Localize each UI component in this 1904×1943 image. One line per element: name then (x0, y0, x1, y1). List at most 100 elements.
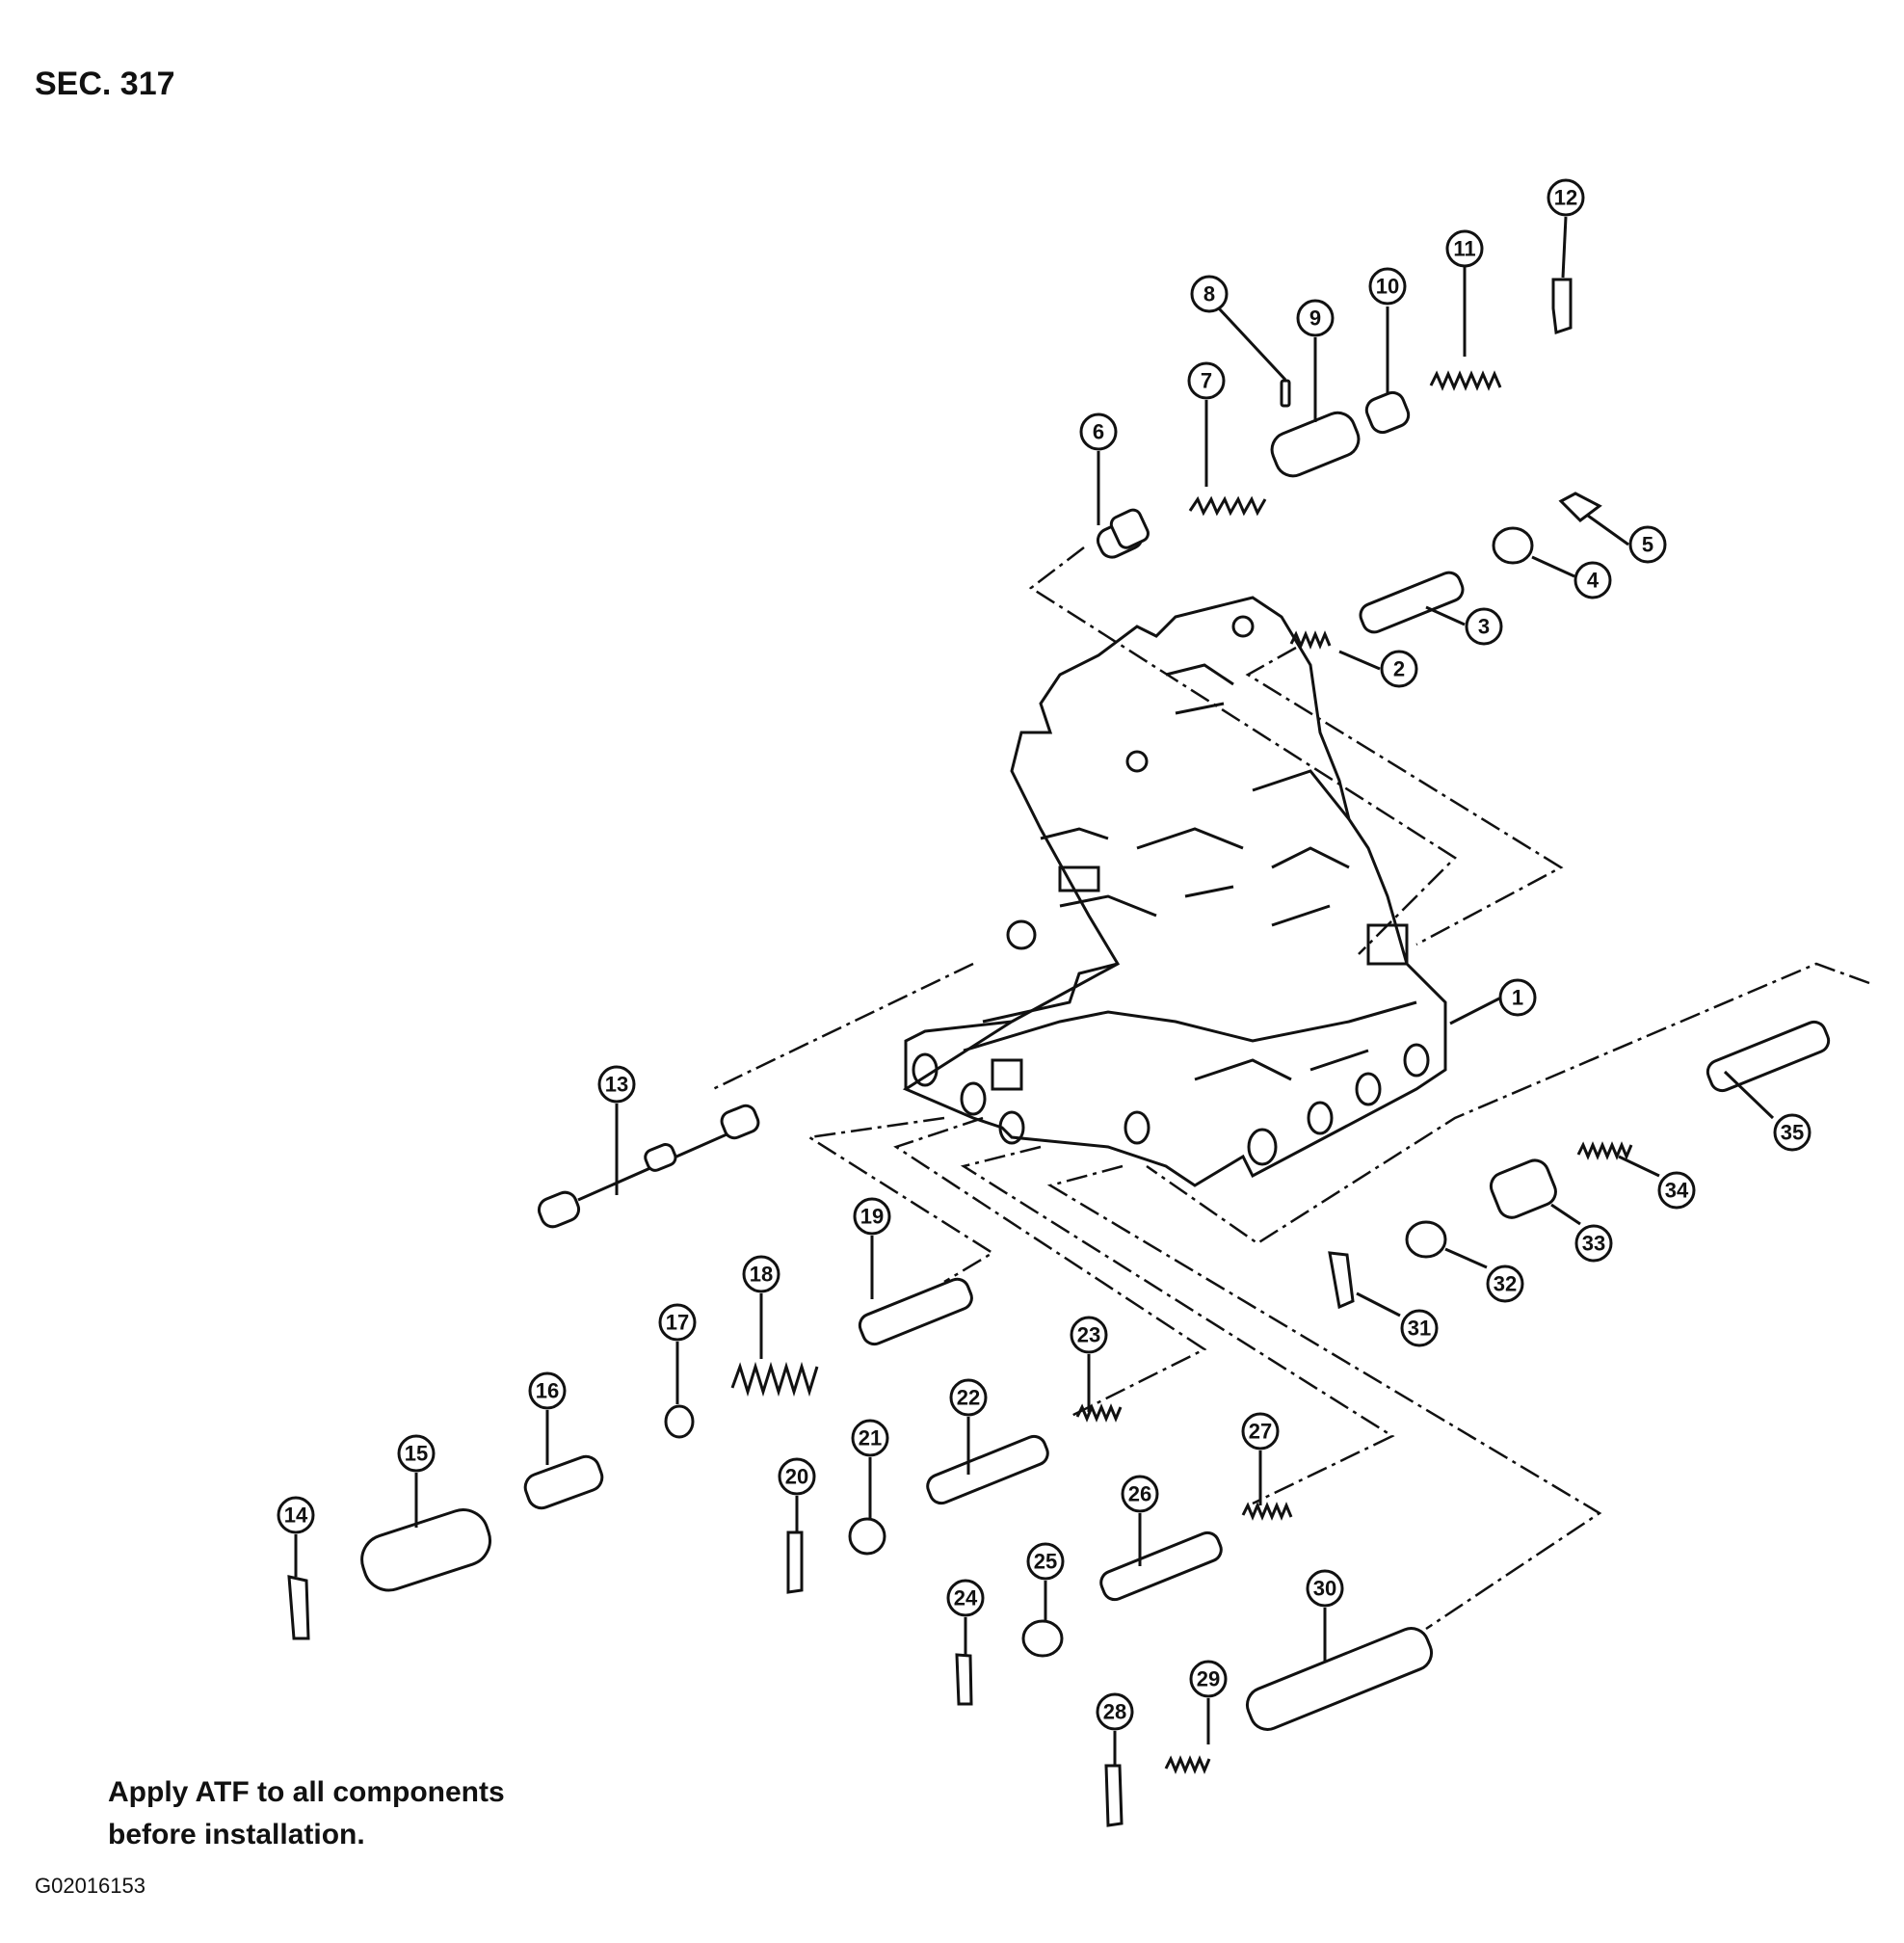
callout-23: 23 (1070, 1316, 1108, 1354)
svg-text:13: 13 (605, 1073, 628, 1097)
part-8-pin (1280, 379, 1291, 408)
callout-30: 30 (1306, 1569, 1344, 1608)
callout-29: 29 (1189, 1660, 1228, 1698)
svg-text:17: 17 (666, 1311, 689, 1335)
callout-20: 20 (778, 1457, 816, 1496)
callout-15: 15 (397, 1434, 436, 1473)
leader-lines (294, 216, 1775, 1766)
part-24-retainer (955, 1653, 973, 1706)
part-31-retainer (1328, 1251, 1355, 1310)
installation-note: Apply ATF to all components before insta… (108, 1771, 505, 1856)
part-22-valve (926, 1434, 1049, 1505)
part-25-plug (1021, 1619, 1064, 1658)
svg-text:1: 1 (1512, 986, 1523, 1010)
part-34-spring (1576, 1141, 1633, 1160)
part-12-retainer (1551, 278, 1573, 335)
callout-31: 31 (1400, 1309, 1439, 1347)
callout-5: 5 (1628, 525, 1667, 564)
callout-4: 4 (1573, 561, 1612, 599)
part-11-spring (1429, 370, 1502, 391)
figure-code: G02016153 (35, 1874, 145, 1898)
part-28-retainer (1104, 1764, 1124, 1827)
callout-27: 27 (1241, 1412, 1280, 1451)
installation-note-line-1: Apply ATF to all components (108, 1776, 505, 1808)
svg-text:11: 11 (1453, 237, 1475, 261)
part-35-valve (1706, 1020, 1831, 1093)
svg-text:29: 29 (1197, 1667, 1220, 1691)
part-16-plug (523, 1454, 604, 1510)
part-14-retainer (287, 1575, 310, 1640)
part-20-retainer (786, 1530, 804, 1594)
callout-17: 17 (658, 1303, 697, 1342)
svg-text:19: 19 (860, 1205, 884, 1229)
svg-text:26: 26 (1128, 1482, 1151, 1506)
part-5-gasket (1558, 492, 1602, 522)
svg-text:25: 25 (1034, 1550, 1057, 1574)
callout-22: 22 (949, 1378, 988, 1417)
part-2-spring (1289, 630, 1332, 650)
svg-text:22: 22 (957, 1386, 980, 1410)
callout-16: 16 (528, 1371, 567, 1410)
svg-text:32: 32 (1494, 1272, 1517, 1296)
callout-21: 21 (851, 1419, 889, 1457)
svg-text:6: 6 (1093, 420, 1104, 444)
part-10-plug (1364, 390, 1411, 435)
svg-text:15: 15 (405, 1442, 428, 1466)
part-26-valve (1099, 1530, 1223, 1602)
callout-32: 32 (1486, 1264, 1524, 1303)
part-29-spring (1164, 1755, 1211, 1774)
svg-text:12: 12 (1554, 186, 1577, 210)
part-4-plug (1492, 526, 1534, 565)
callout-25: 25 (1026, 1542, 1065, 1581)
svg-text:31: 31 (1408, 1317, 1431, 1341)
part-6-valve (1096, 508, 1150, 559)
part-3-valve (1359, 571, 1465, 634)
callout-34: 34 (1657, 1171, 1696, 1210)
svg-text:30: 30 (1313, 1577, 1336, 1601)
svg-text:16: 16 (536, 1379, 559, 1403)
part-13-valve (537, 1104, 760, 1229)
callout-7: 7 (1187, 361, 1226, 400)
part-18-spring (730, 1361, 819, 1397)
svg-text:24: 24 (954, 1586, 978, 1610)
svg-text:3: 3 (1478, 615, 1490, 639)
part-17-washer (664, 1404, 695, 1439)
svg-text:33: 33 (1582, 1232, 1605, 1256)
part-27-spring (1241, 1502, 1293, 1521)
callout-35: 35 (1773, 1113, 1811, 1152)
callout-33: 33 (1574, 1224, 1613, 1263)
callout-18: 18 (742, 1255, 780, 1293)
part-15-valve (360, 1508, 491, 1592)
svg-text:18: 18 (750, 1263, 773, 1287)
callout-10: 10 (1368, 267, 1407, 306)
callout-2: 2 (1380, 650, 1418, 688)
part-30-valve (1245, 1627, 1434, 1731)
svg-text:27: 27 (1249, 1420, 1272, 1444)
part-21-plug (848, 1517, 886, 1556)
part-19-valve (858, 1277, 973, 1346)
callout-19: 19 (853, 1197, 891, 1236)
section-title: SEC. 317 (35, 66, 175, 102)
callout-12: 12 (1547, 178, 1585, 217)
callout-11: 11 (1445, 229, 1484, 268)
svg-text:20: 20 (785, 1465, 808, 1489)
svg-text:21: 21 (859, 1426, 882, 1451)
part-32-plug (1405, 1220, 1447, 1259)
part-23-spring (1075, 1403, 1123, 1423)
part-33-plug (1489, 1158, 1557, 1219)
callout-26: 26 (1121, 1475, 1159, 1513)
callout-24: 24 (946, 1579, 985, 1617)
installation-note-line-2: before installation. (108, 1819, 365, 1850)
alignment-lines (712, 546, 1870, 1631)
svg-text:2: 2 (1393, 657, 1405, 681)
callout-9: 9 (1296, 299, 1335, 337)
svg-text:8: 8 (1203, 282, 1215, 306)
svg-text:5: 5 (1642, 533, 1653, 557)
callout-14: 14 (277, 1496, 315, 1534)
callout-1: 1 (1498, 978, 1537, 1017)
callout-28: 28 (1096, 1692, 1134, 1731)
svg-text:4: 4 (1587, 569, 1600, 593)
part-9-sleeve (1270, 411, 1361, 478)
svg-text:9: 9 (1309, 306, 1321, 331)
